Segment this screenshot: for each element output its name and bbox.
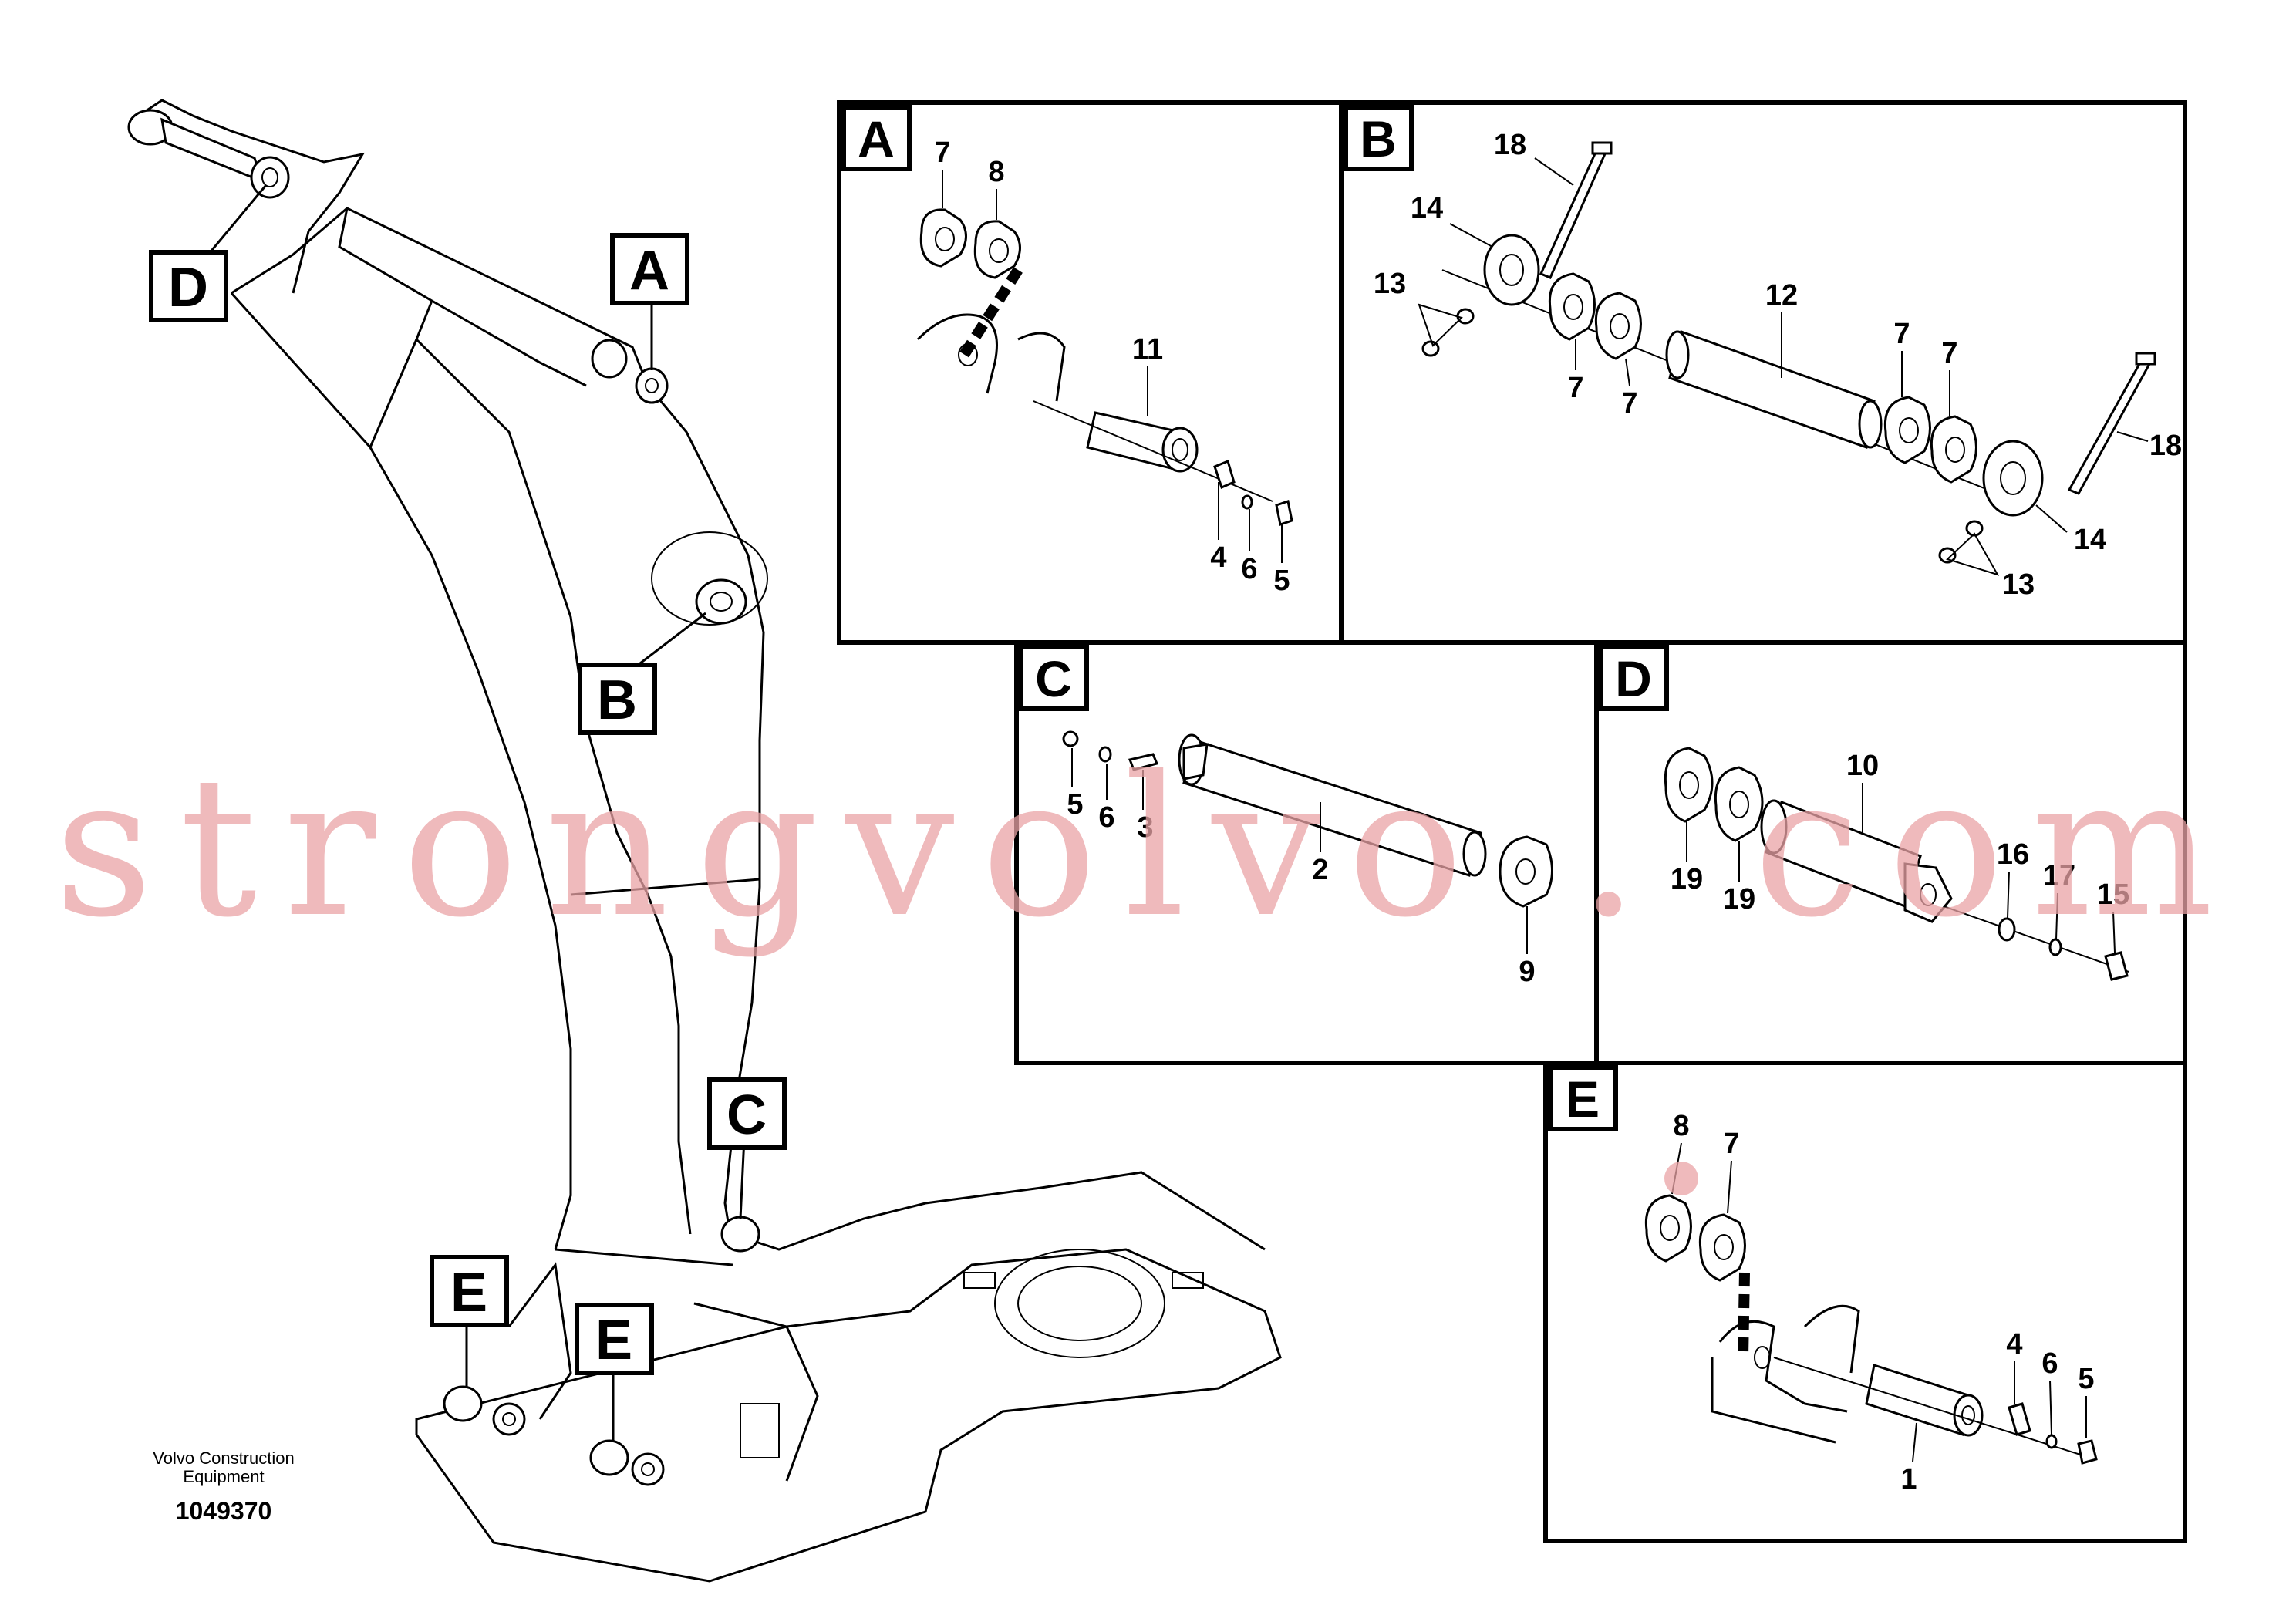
panel-a-label: 6 [1241, 553, 1257, 585]
panel-d-label: 15 [2097, 878, 2129, 911]
callout-box-e-right: E [575, 1303, 654, 1375]
svg-text:C: C [727, 1084, 767, 1146]
credit-line-1: Volvo Construction [153, 1448, 294, 1468]
panel-c-label: 5 [1067, 788, 1083, 821]
panel-d-label: 19 [1671, 863, 1703, 895]
panel-e-label: 5 [2078, 1363, 2094, 1395]
panel-c-label: 3 [1137, 811, 1153, 844]
panel-c-label: 6 [1098, 801, 1114, 834]
credit-line-2: Equipment [183, 1467, 264, 1486]
panel-d-label: 16 [1997, 838, 2029, 871]
callout-box-d: D [149, 250, 228, 322]
watermark-text: strongvolvo . com [54, 735, 2244, 959]
callout-leaders [207, 184, 746, 1442]
detail-panel-d: D 10 19 19 16 17 15 [1594, 640, 2187, 1065]
panel-c-label: 2 [1312, 854, 1328, 886]
svg-text:B: B [597, 669, 637, 731]
panel-a-label: 4 [1210, 541, 1226, 574]
svg-text:E: E [450, 1262, 487, 1324]
panel-b-label: 7 [1567, 372, 1583, 404]
panel-a-label: 8 [988, 156, 1004, 188]
detail-panel-a: A 7 8 11 4 6 5 [837, 100, 1344, 645]
panel-d-letter: D [1615, 650, 1652, 707]
panel-b-label: 7 [1621, 387, 1637, 420]
panel-b-label: 18 [1494, 129, 1526, 161]
panel-b-label: 14 [2074, 524, 2106, 556]
callout-box-a: A [610, 233, 689, 305]
panel-b-label: 13 [1374, 268, 1406, 300]
panel-b-label: 7 [1941, 337, 1957, 369]
panel-b-label: 12 [1765, 279, 1798, 312]
callout-box-c: C [707, 1077, 787, 1150]
panel-e-label: 6 [2041, 1347, 2058, 1380]
panel-d-label: 10 [1846, 750, 1879, 782]
panel-b-label: 13 [2002, 568, 2035, 601]
detail-panel-b: B 18 14 [1339, 100, 2187, 645]
callout-box-b: B [578, 663, 657, 735]
panel-b-letter: B [1360, 110, 1397, 167]
svg-text:A: A [629, 240, 669, 302]
panel-d-label: 17 [2043, 860, 2075, 892]
panel-e-label: 7 [1723, 1128, 1739, 1160]
panel-e-label: 8 [1673, 1110, 1689, 1142]
panel-a-label: 7 [934, 137, 950, 169]
panel-b-label: 7 [1893, 318, 1910, 350]
panel-c-letter: C [1035, 650, 1072, 707]
panel-a-label: 5 [1273, 565, 1290, 597]
detail-panel-e: E 8 7 4 6 5 1 [1543, 1061, 2187, 1543]
panel-b-label: 14 [1411, 192, 1443, 224]
watermark-dot [1664, 1162, 1698, 1195]
panel-e-label: 4 [2006, 1328, 2022, 1361]
panel-e-letter: E [1566, 1071, 1600, 1128]
svg-text:E: E [595, 1310, 632, 1371]
panel-e-label: 1 [1900, 1463, 1917, 1496]
panel-b-label: 18 [2149, 430, 2182, 462]
svg-text:D: D [168, 257, 208, 319]
panel-a-label: 11 [1132, 333, 1163, 366]
callout-box-e-left: E [430, 1255, 509, 1327]
document-number: 1049370 [176, 1497, 272, 1525]
panel-c-label: 9 [1519, 956, 1535, 988]
detail-panel-c: C 5 6 3 2 9 [1014, 640, 1599, 1065]
panel-a-letter: A [858, 110, 895, 167]
panel-d-label: 19 [1723, 883, 1755, 916]
boom-assembly-drawing [127, 99, 1282, 1583]
